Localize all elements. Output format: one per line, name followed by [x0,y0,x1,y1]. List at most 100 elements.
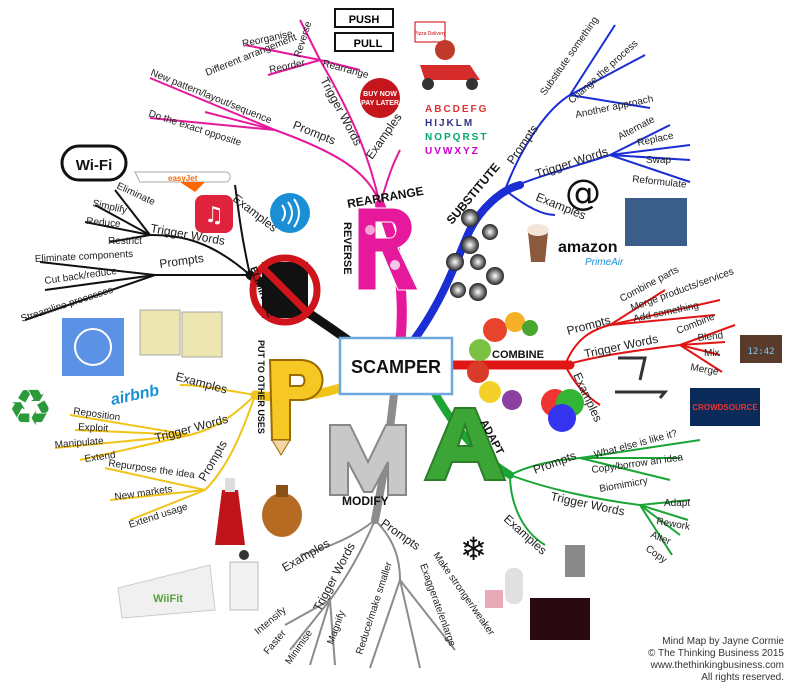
title-reverse: REVERSE [341,222,353,275]
substitute-leaf-reformulate: Reformulate [632,174,688,191]
substitute-sub-prompts: Prompts [504,122,541,167]
primeair-label: PrimeAir [585,257,624,268]
put-leaf-extend: Extend [84,450,116,465]
subway-photo [625,198,687,246]
adapt-sub-trigger: Trigger Words [549,489,626,518]
modify-sub-examples: Examples [280,536,333,574]
push-pull-sign: PUSH PULL [334,8,394,52]
buy-now-badge: BUY NOW PAY LATER [360,78,400,118]
letter-c-fruits [467,312,538,410]
eliminate-leaf-reduce: Reduce [86,216,122,230]
paper-towel [229,550,259,611]
easyjet-label: easyJet [168,174,198,183]
combine-leaf-blend: Blend [697,330,724,344]
credit-block: Mind Map by Jayne Cormie © The Thinking … [648,636,784,684]
push-label: PUSH [349,14,380,26]
center-node: SCAMPER [338,336,454,396]
put-sub-examples: Examples [174,369,229,396]
credit-line-4: All rights reserved. [701,672,784,683]
eliminate-labels: Examples Eliminate Simplify Reduce Restr… [20,181,281,325]
clock-device [740,335,782,363]
eliminate-leaf-cutback: Cut back/reduce [44,266,118,287]
svg-text:♻: ♻ [8,379,53,437]
fiber-optics-image [530,598,590,640]
letter-s-balls [446,209,504,301]
snowflake-icon: ❄ [460,530,487,568]
pull-label: PULL [354,38,383,50]
adapt-branch [509,439,701,556]
treadmill-image [615,356,669,399]
modify-sub-prompts: Prompts [378,516,423,553]
rearrange-branch [149,19,401,206]
center-label: SCAMPER [351,357,441,377]
adapt-sub-prompts: Prompts [531,448,578,476]
alphabet-row-1: ABCDEFG [425,104,488,115]
title-modify: MODIFY [342,494,389,508]
ketchup-bottle [215,478,245,545]
deodorant-image [485,568,523,608]
eliminate-leaf-components: Eliminate components [35,249,134,265]
modify-leaf-magnify: Magnify [325,609,347,646]
alphabet-row-4: UVWXYZ [425,146,480,157]
rearrange-leaf-reorder: Reorder [268,58,306,76]
substitute-leaf-swap: Swap [646,155,671,166]
wiifit-board: WiiFit [117,564,216,619]
letter-m-gray [329,424,407,496]
amazon-logo: amazon PrimeAir [558,239,624,268]
put-leaf-markets: New markets [114,484,173,503]
svg-text:@: @ [565,173,601,214]
perfume-bottle [262,485,302,537]
svg-text:❄: ❄ [460,530,487,568]
itunes-icon: ♫ [195,195,233,233]
crowdsource-label: CROWDSOURCE [692,403,758,412]
milkshake-image [527,224,549,262]
modify-leaf-reduce: Reduce/make smaller [354,560,395,656]
substitute-leaf-replace: Replace [636,130,675,148]
pizza-delivery-image: Pizza Delivery [414,21,480,90]
adapt-sub-examples: Examples [501,512,550,558]
letter-a-grass [423,407,507,481]
adapt-leaf-copy2: Copy [643,543,668,565]
title-combine: COMBINE [492,349,544,361]
pizza-label: Pizza Delivery [414,31,446,37]
put-leaf-usage: Extend usage [128,501,190,530]
rgb-circles [541,389,584,432]
recycle-icon: ♻ [8,379,53,437]
paylater-label: PAY LATER [361,100,399,107]
modify-branch [284,519,456,669]
flash-drive-image [565,545,585,577]
shopping-bags [139,309,223,358]
wifi-logo: Wi-Fi [60,144,128,182]
put-leaf-exploit: Exploit [78,422,109,435]
combine-leaf-merge2: Merge [689,362,719,378]
wiifit-label: WiiFit [153,593,183,605]
adapt-labels: What else is like it? Copy/borrow an ide… [501,428,692,566]
combine-leaf-mix: Mix [704,348,720,359]
substitute-branch [504,24,691,216]
put-sub-prompts: Prompts [195,438,229,484]
title-put: PUT TO OTHER USES [256,340,266,434]
eliminate-sub-prompts: Prompts [158,251,204,271]
easyjet-plane: easyJet [134,171,231,192]
eliminate-leaf-restrict: Restrict [108,236,142,247]
letter-p-pencil [268,359,324,456]
letter-e-nosign [249,254,321,326]
amazon-label: amazon [558,239,618,256]
credit-line-2: © The Thinking Business 2015 [648,648,784,659]
combine-branch [564,289,736,406]
letter-r [357,207,419,291]
adapt-leaf-biomimicry: Biomimicry [599,476,649,495]
airbnb-logo: airbnb [109,382,161,409]
branch-substitute-main [406,181,524,349]
put-branch [54,384,256,521]
adapt-leaf-adapt: Adapt [664,498,690,509]
un-flag [62,318,124,376]
put-leaf-manipulate: Manipulate [54,436,104,451]
credit-line-3: www.thethinkingbusiness.com [650,660,784,671]
clock-label: 12:42 [747,347,774,357]
svg-text:♫: ♫ [204,203,224,228]
rearrange-leaf-opposite: Do the exact opposite [147,108,243,148]
wifi-label: Wi-Fi [76,157,113,174]
